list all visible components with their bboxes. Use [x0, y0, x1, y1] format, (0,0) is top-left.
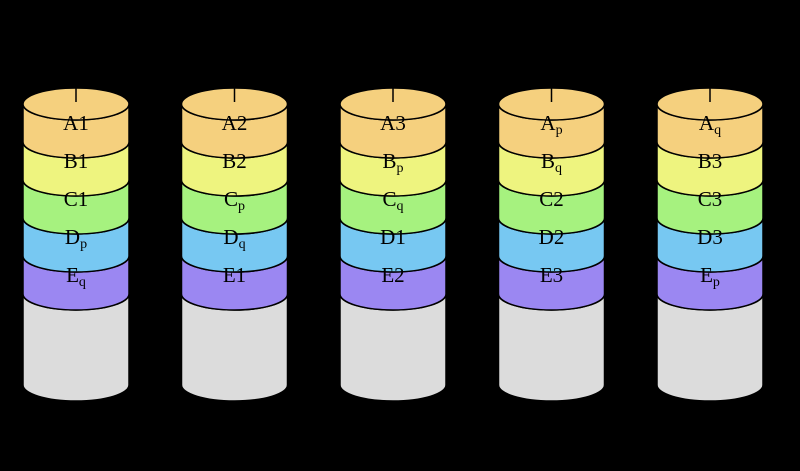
- stripe-label-number: 3: [712, 187, 723, 211]
- stripe-label-parity-subscript: q: [239, 237, 246, 252]
- stripe-label-block: B: [698, 149, 712, 173]
- disk-array: A1B1C1DpEqA2B2CpDqE1A3BpCqD1E2ApBqC2D2E3…: [22, 87, 764, 402]
- stripe-label: Dp: [65, 225, 87, 252]
- stripe-label: B3: [698, 149, 723, 173]
- stripe-label: A2: [222, 111, 248, 135]
- stripe-label-number: 1: [395, 225, 406, 249]
- stripe-label-block: A: [699, 111, 715, 135]
- stripe-label-block: C: [224, 187, 238, 211]
- stripe-label-parity-subscript: q: [714, 123, 721, 138]
- stripe-label-block: D: [65, 225, 80, 249]
- stripe-label: D2: [539, 225, 565, 249]
- stripe-label-block: D: [223, 225, 238, 249]
- stripe-label-number: 2: [554, 225, 565, 249]
- stripe-label-block: E: [223, 263, 236, 287]
- stripe-label-parity-subscript: p: [80, 237, 87, 252]
- stripe-label: C3: [698, 187, 723, 211]
- stripe-label-block: C: [382, 187, 396, 211]
- stripe-label: E1: [223, 263, 246, 287]
- stripe-label: A3: [380, 111, 406, 135]
- stripe-label-block: D: [539, 225, 554, 249]
- stripe-label: E2: [381, 263, 404, 287]
- stripe-label-block: E: [540, 263, 553, 287]
- stripe-label-number: 3: [395, 111, 406, 135]
- stripe-label-block: E: [381, 263, 394, 287]
- stripe-label-parity-subscript: q: [79, 275, 86, 290]
- stripe-label-number: 2: [237, 111, 248, 135]
- stripe-label: E3: [540, 263, 563, 287]
- stripe-label: C2: [539, 187, 564, 211]
- stripe-label-number: 3: [712, 225, 723, 249]
- stripe-label-block: C: [698, 187, 712, 211]
- stripe-label-parity-subscript: p: [238, 199, 245, 214]
- stripe-label-block: E: [66, 263, 79, 287]
- stripe-label-block: B: [64, 149, 78, 173]
- stripe-label-block: A: [63, 111, 79, 135]
- stripe-label-parity-subscript: q: [555, 161, 562, 176]
- stripe-label: Bp: [382, 149, 403, 176]
- stripe-label-block: B: [382, 149, 396, 173]
- stripe-label: Cp: [224, 187, 245, 214]
- stripe-label-block: A: [540, 111, 556, 135]
- stripe-label: Bq: [541, 149, 562, 176]
- stripe-label: Aq: [699, 111, 721, 138]
- stripe-label: Eq: [66, 263, 86, 290]
- stripe-label: B2: [222, 149, 247, 173]
- stripe-label-block: E: [700, 263, 713, 287]
- stripe-label-block: A: [222, 111, 238, 135]
- stripe-label-parity-subscript: q: [397, 199, 404, 214]
- stripe-label-number: 1: [78, 149, 89, 173]
- stripe-label-number: 2: [236, 149, 247, 173]
- stripe-label-block: B: [541, 149, 555, 173]
- stripe-label-number: 2: [394, 263, 405, 287]
- stripe-label-number: 3: [712, 149, 723, 173]
- stripe-label: B1: [64, 149, 89, 173]
- stripe-label-parity-subscript: p: [713, 275, 720, 290]
- stripe-label: C1: [64, 187, 89, 211]
- stripe-label-parity-subscript: p: [556, 123, 563, 138]
- stripe-label-number: 3: [553, 263, 564, 287]
- stripe-label: Cq: [382, 187, 403, 214]
- stripe-label-block: A: [380, 111, 396, 135]
- stripe-label-number: 1: [78, 111, 89, 135]
- stripe-label-number: 2: [553, 187, 564, 211]
- stripe-label-block: D: [697, 225, 712, 249]
- stripe-label-block: C: [539, 187, 553, 211]
- stripe-label-block: C: [64, 187, 78, 211]
- stripe-label: D1: [380, 225, 406, 249]
- stripe-label-parity-subscript: p: [397, 161, 404, 176]
- stripe-label: Ep: [700, 263, 720, 290]
- stripe-label: Ap: [540, 111, 562, 138]
- stripe-label: Dq: [223, 225, 245, 252]
- stripe-label-number: 1: [78, 187, 89, 211]
- stripe-label: D3: [697, 225, 723, 249]
- stripe-label-number: 1: [236, 263, 247, 287]
- stripe-label-block: D: [380, 225, 395, 249]
- stripe-label-block: B: [222, 149, 236, 173]
- stripe-label: A1: [63, 111, 89, 135]
